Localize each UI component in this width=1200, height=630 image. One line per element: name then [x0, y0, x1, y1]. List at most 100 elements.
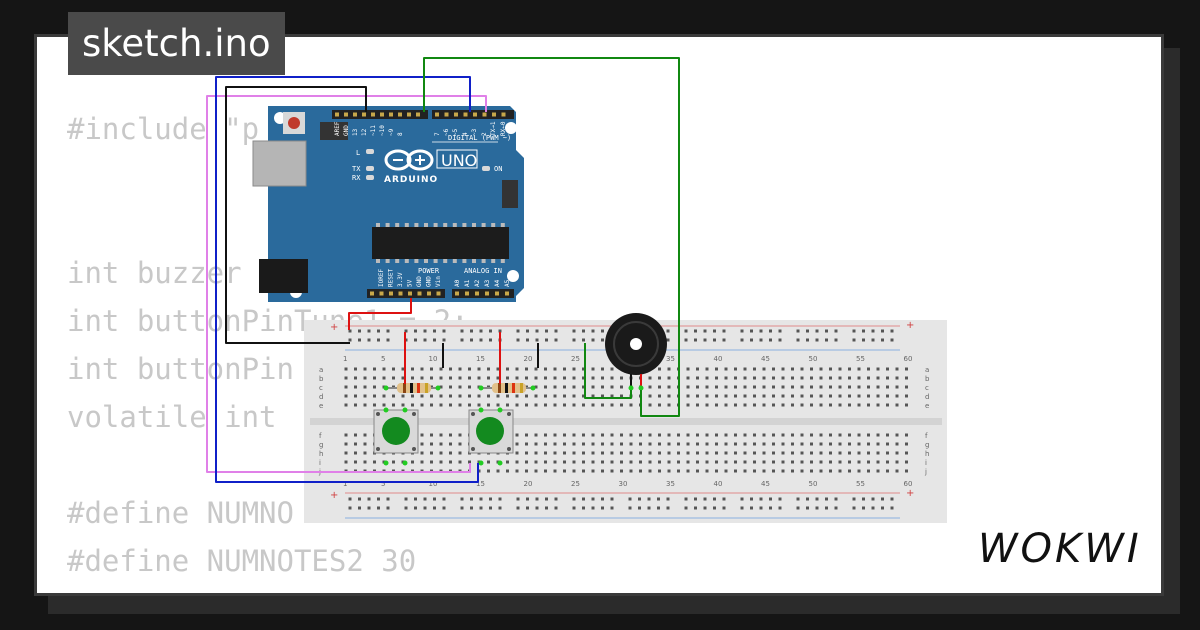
row-letter: b	[319, 375, 324, 383]
resistor	[483, 383, 531, 393]
pin-label: GND	[416, 276, 423, 287]
pin-label: RESET	[388, 269, 395, 287]
code-preview: #include "p int buzzer int buttonPinTune…	[67, 105, 469, 585]
pin-label: GND	[343, 125, 350, 136]
column-number: 60	[904, 355, 913, 363]
power-jack	[259, 259, 308, 293]
header-pins	[335, 112, 509, 296]
column-number: 45	[761, 480, 770, 488]
pin-label: ~3	[471, 128, 478, 136]
wokwi-logo: WOKWI	[978, 526, 1142, 572]
row-letter: g	[319, 441, 323, 449]
wire-green	[423, 57, 680, 417]
row-letter: d	[319, 393, 323, 401]
row-letter: e	[319, 402, 323, 410]
column-number: 40	[714, 480, 723, 488]
reset-button	[288, 117, 300, 129]
sketch-title: sketch.ino	[68, 12, 285, 75]
preview-card: #include "p int buzzer int buttonPinTune…	[34, 34, 1164, 596]
column-number: 50	[809, 480, 818, 488]
pin-label: 12	[361, 128, 368, 136]
icsp-header	[502, 180, 518, 208]
uno-label-box	[436, 149, 478, 169]
icsp-header	[320, 122, 348, 140]
column-number: 15	[476, 355, 485, 363]
wires	[206, 57, 680, 483]
analog-header	[452, 289, 514, 298]
led	[482, 166, 490, 171]
row-letter: f	[319, 432, 322, 440]
led-label-rx: RX	[352, 174, 361, 182]
pin-label: A3	[484, 279, 491, 287]
power-header	[367, 289, 445, 298]
pin-label: A0	[454, 279, 461, 287]
pin-label: 3.3V	[397, 272, 404, 287]
pin-label: ~10	[379, 125, 386, 136]
column-number: 1	[343, 355, 347, 363]
pushbutton	[468, 409, 514, 454]
column-number: 45	[761, 355, 770, 363]
rail-plus-sign: +	[330, 322, 338, 333]
row-letter: g	[925, 441, 929, 449]
breadboard-labels: 1155101015152020252530303535404045455050…	[318, 355, 930, 488]
column-number: 10	[429, 355, 438, 363]
column-number: 60	[904, 480, 913, 488]
code-line: #define NUMNO	[67, 496, 294, 530]
atmega-chip	[372, 227, 509, 259]
pin-label: GND	[426, 276, 433, 287]
uno-label: UNO	[441, 151, 477, 170]
column-number: 50	[809, 355, 818, 363]
column-number: 25	[571, 480, 580, 488]
row-letter: a	[319, 366, 323, 374]
row-letter: c	[319, 384, 323, 392]
pin-label: TX→1	[490, 121, 497, 136]
row-letter: c	[925, 384, 929, 392]
led	[366, 175, 374, 180]
pin-label: ~9	[388, 128, 395, 136]
rail-plus-sign: +	[906, 488, 914, 499]
rail-plus-sign: +	[330, 490, 338, 501]
wire-red	[348, 298, 412, 330]
pin-label: 8	[397, 132, 404, 136]
pin-label: ~11	[370, 125, 377, 136]
column-number: 10	[429, 480, 438, 488]
pin-label: A4	[494, 279, 501, 287]
column-number: 40	[714, 355, 723, 363]
row-letter: d	[925, 393, 929, 401]
mounting-hole	[505, 122, 517, 134]
pin-label: AREF	[334, 121, 341, 136]
code-line: #include "p	[67, 112, 260, 146]
column-number: 5	[381, 480, 385, 488]
pin-label: IOREF	[378, 269, 385, 287]
power-label: POWER	[418, 267, 440, 275]
analog-label: ANALOG IN	[464, 267, 502, 275]
pin-label: 7	[434, 132, 441, 136]
row-letter: b	[925, 375, 930, 383]
pin-label: ~6	[443, 128, 450, 136]
row-letter: j	[924, 468, 927, 476]
led-label-tx: TX	[352, 165, 361, 173]
pin-label: 2	[481, 132, 488, 136]
pin-label: ~5	[452, 128, 459, 136]
row-letter: e	[925, 402, 929, 410]
column-number: 15	[476, 480, 485, 488]
code-line: #define NUMNOTES2 30	[67, 544, 417, 578]
resistor	[388, 383, 436, 393]
row-letter: i	[925, 459, 927, 467]
column-number: 20	[524, 480, 533, 488]
column-number: 25	[571, 355, 580, 363]
pin-label: A1	[464, 279, 471, 287]
buzzer	[605, 313, 667, 390]
code-line: int buzzer	[67, 256, 242, 290]
pin-label: Vin	[435, 276, 442, 287]
pin-label: 4	[462, 132, 469, 136]
column-number: 30	[619, 480, 628, 488]
column-number: 5	[381, 355, 385, 363]
usb-connector	[252, 140, 307, 187]
column-number: 1	[343, 480, 347, 488]
pin-label: A2	[474, 279, 481, 287]
led-label-on: ON	[494, 165, 502, 173]
wire-green	[584, 343, 632, 399]
row-letter: i	[319, 459, 321, 467]
